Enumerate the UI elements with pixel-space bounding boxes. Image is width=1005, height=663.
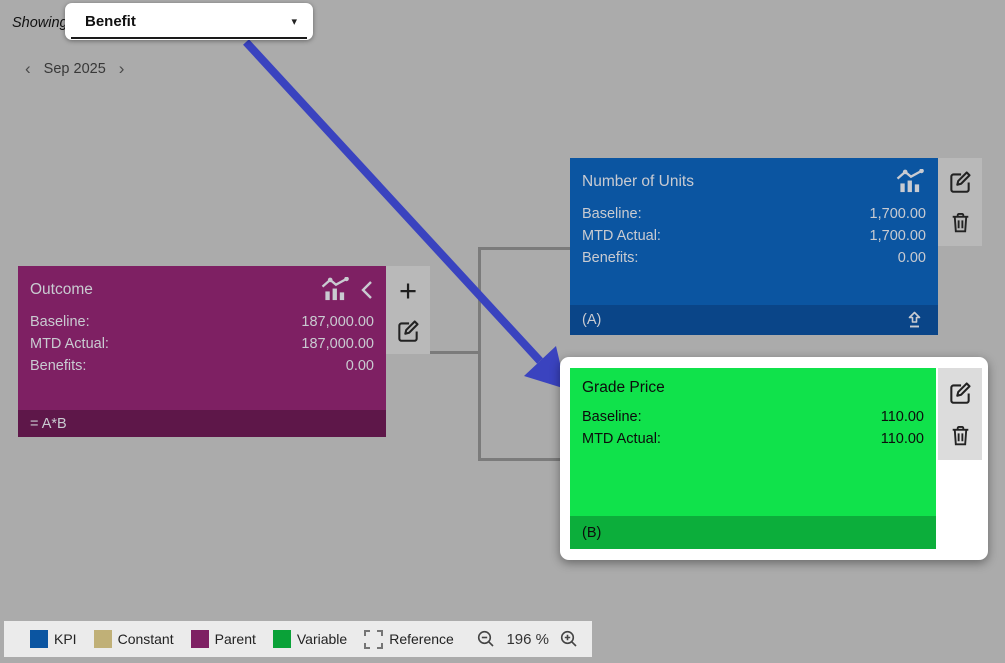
node-letter: (A) <box>582 312 602 328</box>
node-actions-panel: + <box>386 266 430 354</box>
node-grade-price[interactable]: Grade Price Baseline: 110.00 MTD Actual: 1… <box>570 368 936 549</box>
edit-button[interactable] <box>945 378 975 408</box>
showing-label: Showing <box>12 15 68 31</box>
chevron-left-icon: ‹ <box>25 59 31 78</box>
plus-icon: + <box>398 272 418 308</box>
row-label: Benefits: <box>582 250 639 266</box>
upload-icon[interactable] <box>903 309 926 331</box>
chevron-down-icon: ▾ <box>291 16 297 28</box>
zoom-out-button[interactable] <box>475 628 497 650</box>
connector-top <box>480 247 570 250</box>
edit-icon <box>950 382 971 405</box>
reference-swatch <box>364 629 384 649</box>
row-value: 187,000.00 <box>301 336 374 352</box>
node-title: Grade Price <box>582 379 665 396</box>
node-rows: Baseline: 1,700.00 MTD Actual: 1,700.00 Be… <box>570 194 938 269</box>
delete-button[interactable] <box>946 421 975 450</box>
trash-icon <box>952 425 968 446</box>
row-label: MTD Actual: <box>582 228 661 244</box>
constant-swatch <box>93 630 112 648</box>
analytics-icon <box>321 277 349 301</box>
node-letter: (B) <box>570 516 936 549</box>
row-value: 1,700.00 <box>869 228 926 244</box>
row-label: Benefits: <box>30 358 87 374</box>
node-rows: Baseline: 110.00 MTD Actual: 110.00 <box>570 397 936 450</box>
row-value: 110.00 <box>880 409 924 425</box>
edit-button[interactable] <box>945 167 975 197</box>
legend-label: KPI <box>54 631 77 647</box>
date-label: Sep 2025 <box>43 61 106 77</box>
zoom-controls: 196 % <box>475 628 580 650</box>
trash-icon <box>952 212 968 233</box>
legend-label: Constant <box>117 631 174 647</box>
zoom-in-button[interactable] <box>558 628 580 650</box>
collapse-left-icon[interactable] <box>360 279 374 301</box>
legend-item-constant: Constant <box>93 630 174 648</box>
variable-swatch <box>272 630 291 648</box>
legend-label: Reference <box>389 631 454 647</box>
row-value: 110.00 <box>880 431 924 447</box>
node-outcome[interactable]: Outcome Baseline: 187,000.00 MTD Actual: 1… <box>18 266 386 437</box>
connector-middle <box>430 351 478 354</box>
zoom-in-icon <box>560 630 577 647</box>
kpi-swatch <box>30 630 48 648</box>
legend-bar: KPI Constant Parent Variable Reference <box>4 621 592 657</box>
row-label: MTD Actual: <box>582 431 661 447</box>
legend-label: Parent <box>214 631 256 647</box>
legend-item-kpi: KPI <box>30 630 77 648</box>
add-child-button[interactable]: + <box>397 275 419 307</box>
legend-item-parent: Parent <box>190 630 256 648</box>
connector-bottom <box>480 458 565 461</box>
node-title: Outcome <box>30 280 93 298</box>
row-value: 1,700.00 <box>869 206 926 222</box>
row-value: 0.00 <box>345 358 374 374</box>
legend-label: Variable <box>296 631 348 647</box>
chevron-right-icon: › <box>118 59 125 78</box>
node-header: Outcome <box>18 266 386 302</box>
selected-node-highlight: Grade Price Baseline: 110.00 MTD Actual: 1… <box>560 357 988 560</box>
prev-month-button[interactable]: ‹ <box>18 57 38 81</box>
node-header: Number of Units <box>570 158 938 194</box>
node-title: Number of Units <box>582 172 694 190</box>
row-value: 187,000.00 <box>301 314 374 330</box>
node-formula: = A*B <box>18 410 386 437</box>
edit-button[interactable] <box>393 316 423 346</box>
row-label: Baseline: <box>582 409 642 425</box>
analytics-icon <box>896 169 924 193</box>
row-label: Baseline: <box>582 206 642 222</box>
view-dropdown[interactable]: Benefit ▾ <box>65 3 313 40</box>
node-actions-panel <box>938 158 982 246</box>
next-month-button[interactable]: › <box>112 57 132 81</box>
row-label: MTD Actual: <box>30 336 109 352</box>
zoom-level: 196 % <box>506 630 549 648</box>
legend-item-reference: Reference <box>364 629 454 649</box>
node-header: Grade Price <box>570 368 936 397</box>
delete-button[interactable] <box>946 208 975 237</box>
legend-item-variable: Variable <box>272 630 348 648</box>
node-footer: (A) <box>570 305 938 335</box>
parent-swatch <box>190 630 209 648</box>
date-nav: ‹ Sep 2025 › <box>18 57 131 81</box>
row-value: 0.00 <box>897 250 926 266</box>
connector-vertical <box>478 247 481 461</box>
zoom-out-icon <box>478 630 495 647</box>
row-label: Baseline: <box>30 314 90 330</box>
edit-icon <box>950 171 971 194</box>
node-rows: Baseline: 187,000.00 MTD Actual: 187,000.0… <box>18 302 386 377</box>
node-actions-panel <box>938 368 982 460</box>
view-dropdown-value: Benefit <box>85 13 136 30</box>
edit-icon <box>398 319 419 342</box>
node-number-of-units[interactable]: Number of Units Baseline: 1,700.00 MTD Ac… <box>570 158 938 335</box>
